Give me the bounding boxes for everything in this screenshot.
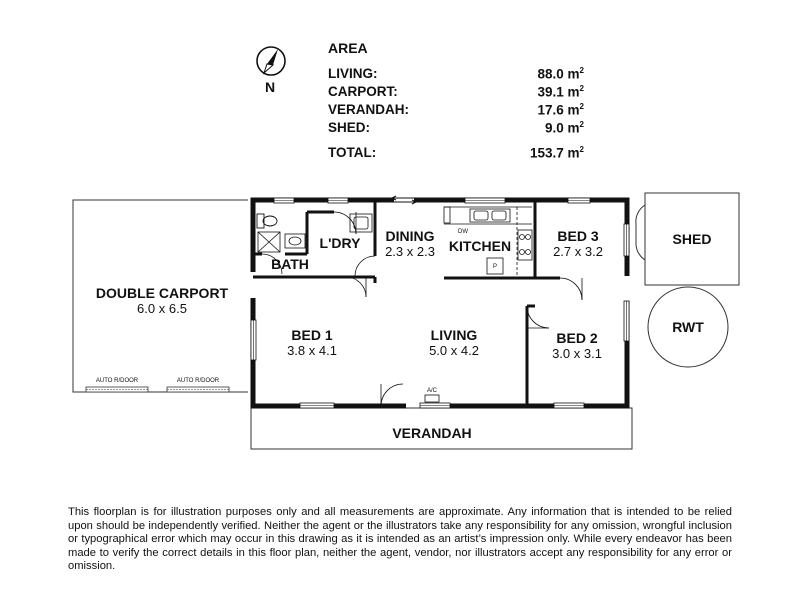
carport-outline [72,199,248,393]
area-label: LIVING: [328,66,378,81]
auto-door-label: AUTO R/DOOR [176,378,220,384]
toilet-icon [256,213,278,229]
room-kitchen: KITCHEN [449,238,511,254]
kitchen-bench [443,206,532,278]
room-living: LIVING 5.0 x 4.2 [429,327,479,359]
room-name: BED 1 [291,327,333,343]
room-dimension: 6.0 x 6.5 [137,301,187,316]
room-dimension: 3.8 x 4.1 [287,343,337,358]
room-name: L'DRY [319,235,361,251]
room-name: LIVING [430,327,478,343]
room-dining: DINING 2.3 x 2.3 [385,228,435,260]
room-rwt: RWT [672,319,704,335]
area-label: VERANDAH: [328,102,409,117]
room-name: BATH [271,256,309,272]
door-swings [261,211,583,407]
interior-walls [253,200,560,406]
area-value: 39.1 m2 [537,84,584,100]
area-title: AREA [328,40,368,56]
area-value: 17.6 m2 [537,102,584,118]
dishwasher-label: DW [458,229,468,235]
room-name: VERANDAH [392,425,472,441]
room-bed-3: BED 3 2.7 x 3.2 [553,228,603,260]
windows-mid [253,200,627,406]
vanity-icon [284,233,306,249]
area-value: 88.0 m2 [537,66,584,82]
room-name: RWT [672,319,704,335]
room-dimension: 2.3 x 2.3 [385,244,435,259]
sink-icon [469,208,511,223]
rwt-tank [647,286,729,368]
room-name: BED 2 [556,330,598,346]
disclaimer-text: This floorplan is for illustration purpo… [68,506,732,574]
aircon-icon [424,394,440,403]
auto-door-1-icon [85,386,149,393]
area-label: CARPORT: [328,84,398,99]
area-total-label: TOTAL: [328,145,377,160]
room-name: BED 3 [557,228,599,244]
shed-outline [635,192,740,286]
room-bed-1: BED 1 3.8 x 4.1 [287,327,337,359]
shower-icon [257,231,281,253]
stove-icon [517,229,533,261]
room-double-carport: DOUBLE CARPORT 6.0 x 6.5 [96,285,228,317]
room-bath: BATH [271,256,309,272]
room-name: DOUBLE CARPORT [95,285,229,301]
room-verandah: VERANDAH [392,425,471,441]
compass-icon [256,46,286,76]
auto-door-label: AUTO R/DOOR [95,378,139,384]
aircon-label: A/C [426,388,438,394]
room-name: KITCHEN [448,238,512,254]
area-value: 9.0 m2 [545,120,584,136]
pantry-label: P [492,264,498,270]
room-name: DINING [385,228,435,244]
room-dimension: 5.0 x 4.2 [429,343,479,358]
auto-door-2-icon [166,386,230,393]
laundry-tub-icon [349,213,373,233]
area-total-value: 153.7 m2 [530,145,584,161]
compass-north-label: N [265,79,276,95]
room-bed-2: BED 2 3.0 x 3.1 [552,330,602,362]
room-dimension: 2.7 x 3.2 [553,244,603,259]
room-name: SHED [672,231,712,247]
room-dimension: 3.0 x 3.1 [552,346,602,361]
sliding-door-icon [390,195,418,205]
room-shed: SHED [673,231,712,247]
room-laundry: L'DRY [320,235,361,251]
disclaimer-paragraph: This floorplan is for illustration purpo… [68,506,732,573]
area-label: SHED: [328,120,371,135]
pantry-icon [486,257,504,275]
